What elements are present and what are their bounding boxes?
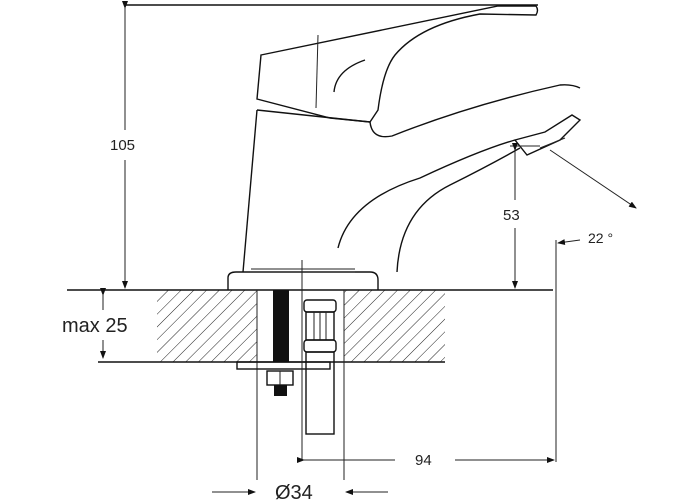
dim-hole-diameter: Ø34 — [275, 482, 313, 500]
countertop — [67, 289, 553, 480]
dim-overall-height: 105 — [110, 137, 135, 154]
mounting-hardware — [236, 290, 337, 435]
dim-spout-angle: 22 ° — [588, 230, 613, 246]
lever-handle — [256, 5, 539, 460]
dim-spout-height: 53 — [503, 207, 520, 224]
dimension-lines — [100, 1, 637, 495]
dim-max-thickness: max 25 — [62, 315, 128, 337]
dim-spout-reach: 94 — [415, 452, 432, 469]
faucet-body — [227, 84, 582, 290]
